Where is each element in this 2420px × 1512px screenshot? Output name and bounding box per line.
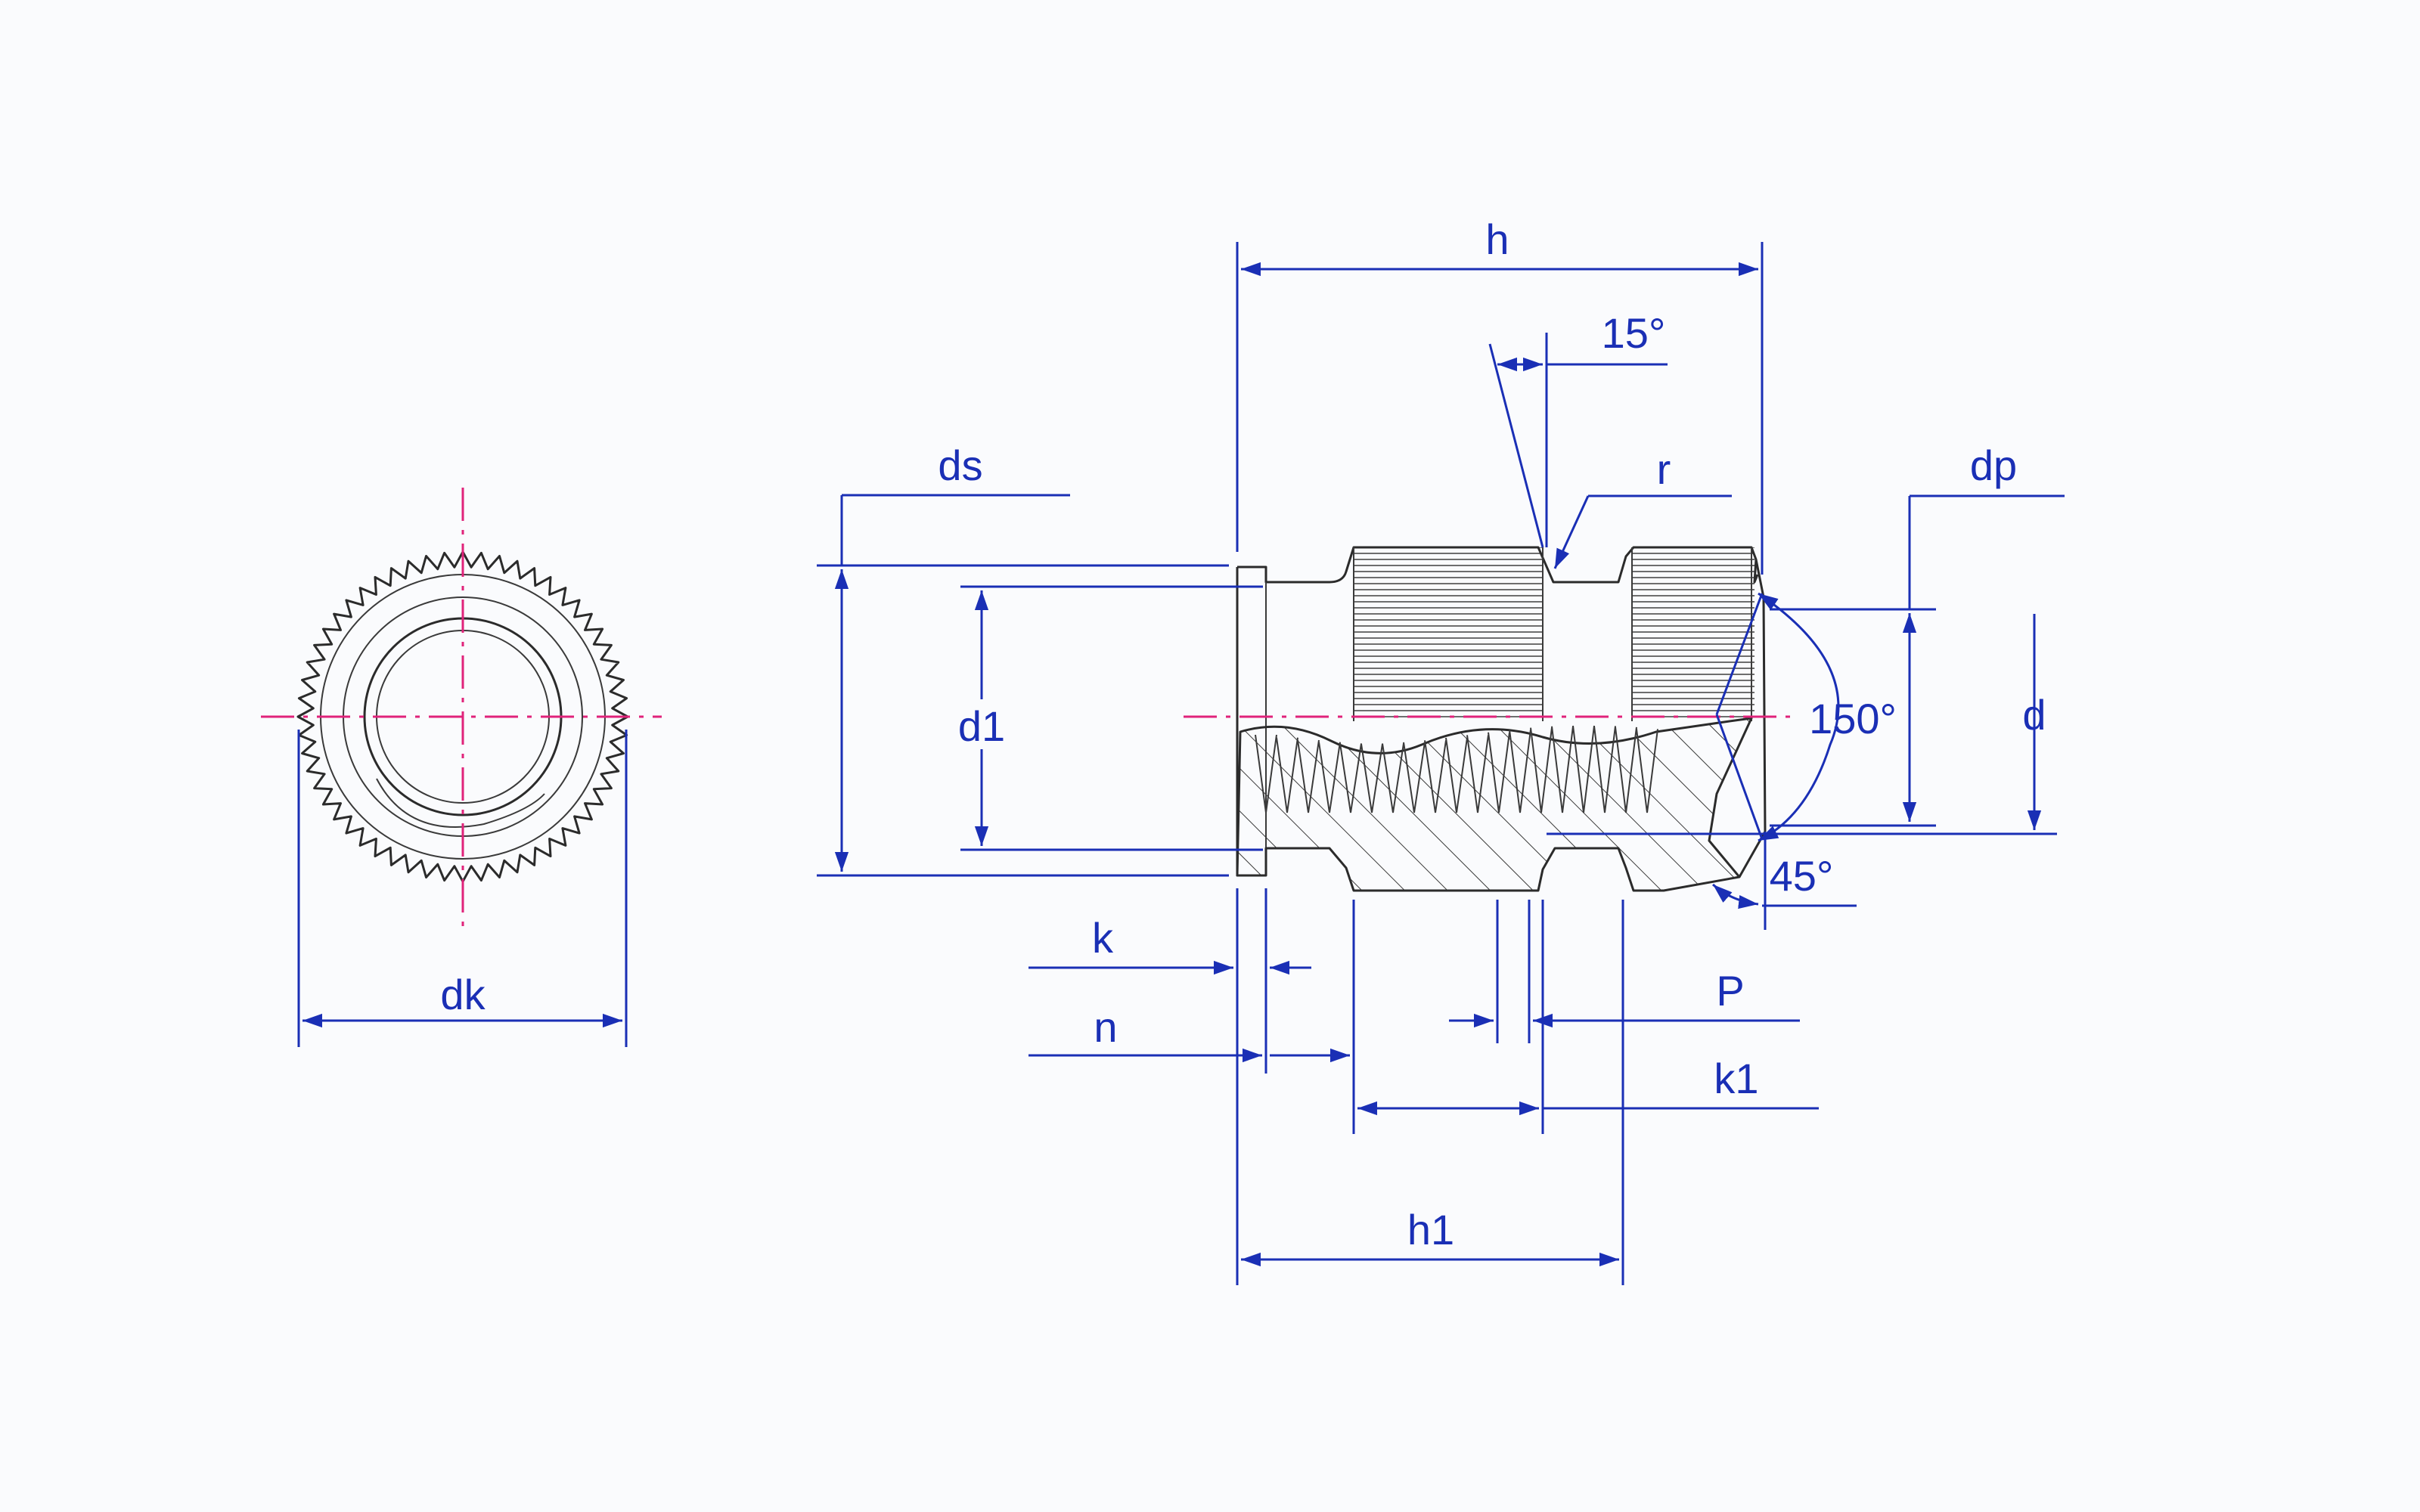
dim-r — [1553, 494, 1732, 569]
label-angle-15: 15° — [1602, 309, 1666, 357]
dim-h — [1236, 242, 1764, 575]
dim-d — [1547, 614, 2057, 835]
thread-hatch-arc — [376, 778, 545, 828]
dim-dp — [1770, 494, 2065, 827]
dim-angle-45 — [1712, 832, 1857, 930]
label-d1: d1 — [958, 702, 1005, 750]
label-d1-bg — [954, 699, 1009, 749]
dim-angle-15 — [1488, 333, 1668, 548]
knurl-ring — [296, 550, 629, 883]
lower-extension-lines — [1236, 888, 1624, 1285]
label-d: d — [2022, 691, 2046, 739]
label-k1: k1 — [1714, 1055, 1758, 1102]
label-dp: dp — [1970, 442, 2017, 489]
label-dk: dk — [440, 971, 486, 1018]
knurl-band-1 — [1354, 547, 1543, 721]
side-view — [1236, 546, 1767, 892]
dim-angle-150 — [1715, 592, 1840, 842]
label-angle-45: 45° — [1770, 852, 1834, 900]
label-k: k — [1092, 914, 1114, 962]
insert-upper-outline — [1237, 546, 1759, 584]
dim-ds — [817, 494, 1229, 877]
dim-dk — [297, 730, 628, 1047]
insert-lower-section — [1236, 717, 1753, 892]
internal-thread-teeth — [1255, 725, 1658, 813]
label-h1: h1 — [1407, 1206, 1454, 1253]
label-angle-150: 150° — [1809, 695, 1897, 742]
knurl-band-2 — [1632, 547, 1754, 721]
label-n: n — [1094, 1003, 1117, 1051]
label-P: P — [1716, 967, 1744, 1015]
label-r: r — [1657, 445, 1671, 493]
label-h: h — [1485, 215, 1509, 263]
end-view — [261, 488, 662, 930]
label-ds: ds — [938, 442, 982, 489]
